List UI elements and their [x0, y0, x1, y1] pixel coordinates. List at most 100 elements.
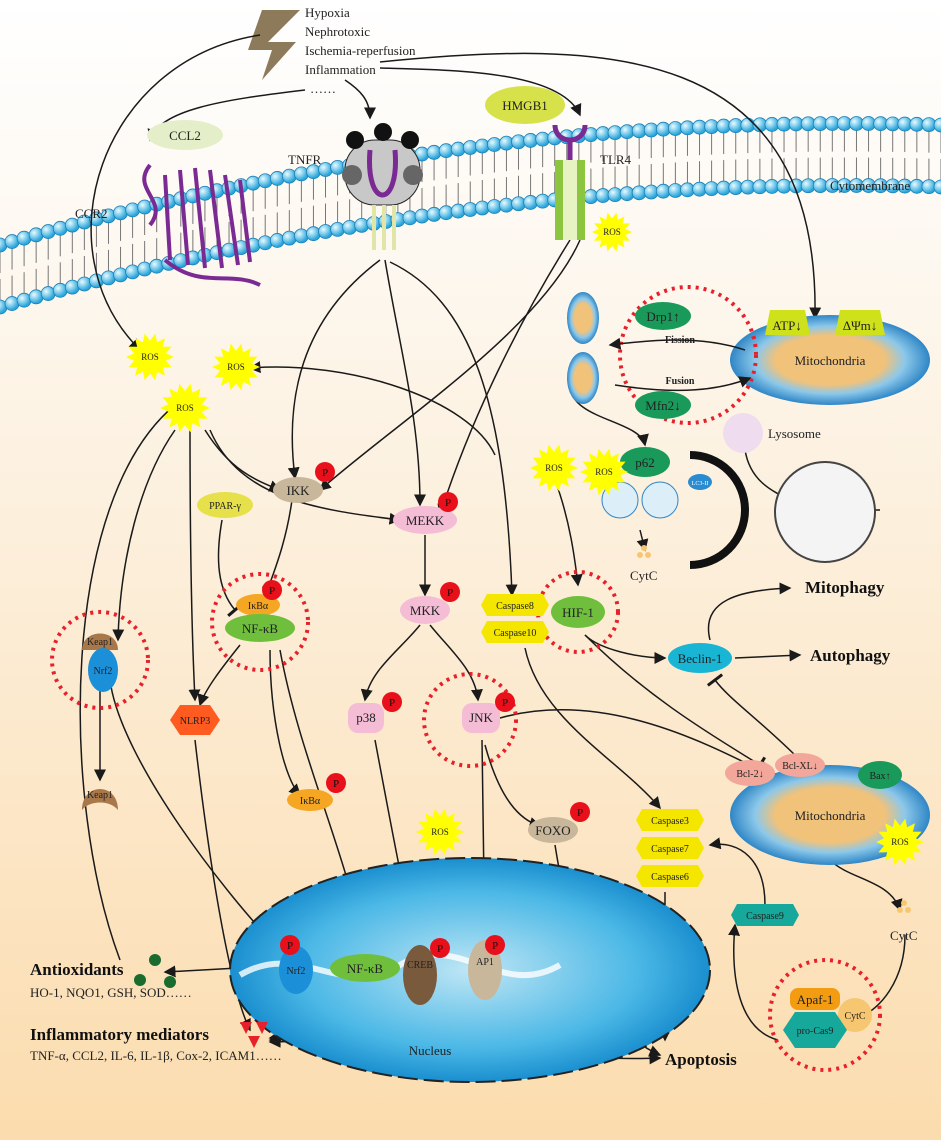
dotted-highlight-fission: [618, 285, 758, 425]
mekk-protein: [393, 506, 457, 534]
ppar-gamma-protein: [197, 492, 253, 518]
ros-star-icon: [580, 448, 628, 496]
bax-protein: [858, 761, 902, 789]
mkk-protein: [400, 596, 450, 624]
tlr4-receptor: [552, 124, 588, 240]
jnk-protein: [462, 703, 500, 733]
caspase-hexagon: [731, 904, 799, 926]
dotted-highlight-hif1: [536, 570, 620, 654]
stimulus-inflammation: Inflammation: [305, 62, 376, 77]
hif1-protein: [551, 596, 605, 628]
phospho-label: P: [447, 587, 453, 599]
membrane-potential-badge: [835, 310, 885, 335]
lipid-head: [125, 202, 140, 218]
phospho-icon: [495, 692, 515, 712]
mitochondria-top-label: Mitochondria: [795, 353, 866, 368]
dotted-highlight-jnk: [422, 672, 518, 768]
antioxidants-list: HO-1, NQO1, GSH, SOD……: [30, 985, 192, 1000]
phospho-icon: [315, 462, 335, 482]
hmgb1-ligand: [485, 86, 565, 124]
lipid-head: [293, 166, 309, 182]
ros-star-icon: [416, 808, 464, 856]
phospho-badge: P: [438, 492, 458, 512]
caspase-hexagon: [636, 865, 704, 887]
phospho-label: P: [437, 943, 443, 955]
phospho-badge: P: [262, 580, 282, 600]
nrf2-protein: [88, 648, 118, 692]
mediator-triangle-icon: [240, 1022, 268, 1048]
caspase-hexagon: [636, 837, 704, 859]
phospho-label: P: [577, 807, 583, 819]
autophagy-label: Autophagy: [810, 646, 891, 665]
ros-label: ROS: [891, 837, 909, 847]
keap1-free-protein: [82, 789, 118, 810]
p62-label: p62: [635, 455, 655, 470]
bclxl-label: Bcl-XL↓: [782, 761, 818, 772]
beclin1-protein: [668, 643, 732, 673]
lysosome-icon: [723, 413, 763, 453]
stimulus-hypoxia: Hypoxia: [305, 5, 350, 20]
stimulus-nephrotoxic: Nephrotoxic: [305, 24, 370, 39]
caspase-hexagon: [481, 621, 549, 643]
ppar-gamma-label: PPAR-γ: [209, 501, 241, 512]
mitochondria-bottom-label: Mitochondria: [795, 808, 866, 823]
nuclear-nfkb-label: NF-κB: [347, 961, 383, 976]
phospho-badge: P: [326, 773, 346, 793]
dotted-highlight-apoptosome: [768, 958, 882, 1072]
lipid-head: [137, 261, 153, 277]
ros-star: ROS: [160, 383, 210, 433]
ros-label: ROS: [595, 467, 613, 477]
phospho-badge: P: [485, 935, 505, 955]
caspase-c8: Caspase8: [481, 594, 549, 616]
ros-label: ROS: [176, 403, 194, 413]
phospho-icon: [485, 935, 505, 955]
caspase-hexagon: [636, 809, 704, 831]
p38-protein: [348, 703, 384, 733]
lightning-icon: [248, 10, 300, 80]
ros-star: ROS: [126, 333, 174, 381]
cytc-bottom-label: CytC: [890, 928, 917, 943]
nlrp3-protein: [170, 705, 220, 735]
lipid-head: [137, 199, 153, 215]
phospho-badge: P: [430, 938, 450, 958]
phospho-badge: P: [315, 462, 335, 482]
nuclear-nrf2-label: Nrf2: [287, 966, 306, 977]
lipid-head: [281, 168, 297, 184]
stimulus-ischemia: Ischemia-reperfusion: [305, 43, 416, 58]
lipid-head: [269, 171, 285, 186]
phospho-icon: [262, 580, 282, 600]
nfkb-label: NF-κB: [242, 621, 278, 636]
mekk-label: MEKK: [406, 513, 445, 528]
lc3-marker: [688, 474, 712, 490]
cytc-top-label: CytC: [630, 568, 657, 583]
lipid-head: [293, 228, 309, 244]
ros-star: ROS: [530, 444, 578, 492]
lipid-head: [149, 258, 165, 274]
mitochondria-top: [730, 315, 930, 405]
caspase-c3: Caspase3: [636, 809, 704, 831]
nuclear-nrf2: [279, 946, 313, 994]
p38-label: p38: [356, 710, 376, 725]
mito-fragment-icon: [567, 352, 599, 404]
phospho-label: P: [502, 697, 508, 709]
caspase-c9: Caspase9: [731, 904, 799, 926]
lipid-head: [354, 217, 370, 233]
ros-star-icon: [592, 212, 632, 252]
autolysosome: [774, 461, 876, 563]
ros-star: ROS: [592, 212, 632, 252]
caspase-label: Caspase8: [496, 601, 534, 612]
ros-star: ROS: [580, 448, 628, 496]
hmgb1-label: HMGB1: [502, 98, 548, 113]
lysosome-label: Lysosome: [768, 426, 821, 441]
ros-label: ROS: [141, 352, 159, 362]
mkk-label: MKK: [410, 603, 441, 618]
ros-star-icon: [126, 333, 174, 381]
phospho-icon: [438, 492, 458, 512]
caspase-label: Caspase10: [494, 628, 537, 639]
antioxidant-dot-icon: [134, 974, 146, 986]
ros-label: ROS: [431, 827, 449, 837]
lipid-head: [281, 230, 297, 246]
atp-badge: [765, 310, 810, 335]
